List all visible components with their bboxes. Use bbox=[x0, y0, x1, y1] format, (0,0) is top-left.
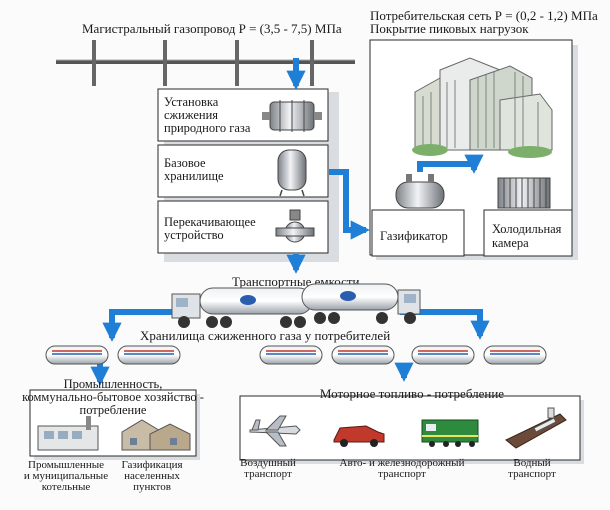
tanker-truck-left-icon bbox=[171, 287, 313, 328]
storage-tank-icon bbox=[483, 345, 547, 365]
storage-tank-icon bbox=[331, 345, 395, 365]
main-pipeline-label: Магистральный газопровод Р = (3,5 - 7,5)… bbox=[82, 21, 342, 36]
cold-chamber-box: Холодильная камера bbox=[483, 209, 573, 257]
consumer-net-label-2: Покрытие пиковых нагрузок bbox=[370, 21, 529, 36]
base-storage-box: Базовое хранилище bbox=[157, 144, 329, 198]
industry-title-1: Промышленность, bbox=[64, 377, 163, 391]
industry-title-2: коммунально-бытовое хозяйство - bbox=[22, 390, 204, 404]
locomotive-icon bbox=[421, 419, 479, 447]
auto-label-1: Авто- и железнодорожный bbox=[340, 457, 465, 469]
water-label-1: Водный bbox=[513, 457, 550, 469]
consumer-storage-tanks bbox=[45, 345, 547, 365]
boilers-label-2: и муниципальные bbox=[24, 470, 108, 482]
arrow-to-left-storages bbox=[102, 309, 180, 342]
arrow-to-right-storages bbox=[400, 309, 490, 340]
ship-icon bbox=[505, 407, 567, 449]
boiler-house-icon bbox=[37, 416, 99, 451]
liquefaction-label-3: природного газа bbox=[164, 121, 251, 135]
cold-chamber-label-2: камера bbox=[492, 236, 529, 250]
consumer-storages-label: Хранилища сжиженного газа у потребителей bbox=[140, 328, 390, 343]
auto-label-2: транспорт bbox=[378, 468, 426, 480]
liquefaction-unit-icon bbox=[262, 100, 322, 132]
pump-icon bbox=[275, 209, 315, 243]
water-label-2: транспорт bbox=[508, 468, 556, 480]
storage-tank-icon bbox=[45, 345, 109, 365]
main-pipeline bbox=[56, 40, 355, 86]
base-storage-label-2: хранилище bbox=[164, 169, 224, 183]
arrow-gasifier-to-network bbox=[417, 154, 484, 174]
gasifier-box: Газификатор bbox=[371, 209, 465, 257]
gasify-label-2: населенных bbox=[124, 470, 180, 482]
storage-tank-icon bbox=[117, 345, 181, 365]
air-label-2: транспорт bbox=[244, 468, 292, 480]
gasifier-tank-icon bbox=[395, 174, 445, 209]
gasify-label-1: Газификация bbox=[121, 459, 182, 471]
flow-arrows bbox=[90, 58, 490, 386]
heat-exchanger-icon bbox=[497, 177, 551, 209]
airplane-icon bbox=[249, 415, 301, 447]
consumer-net-label-1: Потребительская сеть Р = (0,2 - 1,2) МПа bbox=[370, 8, 598, 23]
cold-chamber-label-1: Холодильная bbox=[492, 222, 562, 236]
industry-title-3: потребление bbox=[80, 403, 147, 417]
liquefaction-label-1: Установка bbox=[164, 95, 219, 109]
motor-title: Моторное топливо - потребление bbox=[320, 386, 504, 401]
pumping-box: Перекачивающее устройство bbox=[157, 200, 329, 254]
pumping-label-1: Перекачивающее bbox=[164, 215, 256, 229]
base-storage-label-1: Базовое bbox=[164, 156, 206, 170]
air-label-1: Воздушный bbox=[240, 457, 296, 469]
liquefaction-label-2: сжижения bbox=[164, 108, 218, 122]
gasify-label-3: пунктов bbox=[133, 481, 171, 493]
car-icon bbox=[333, 425, 385, 447]
boilers-label-1: Промышленные bbox=[28, 459, 104, 471]
pumping-label-2: устройство bbox=[164, 228, 224, 242]
gasifier-label: Газификатор bbox=[380, 229, 448, 243]
storage-tank-icon bbox=[259, 345, 323, 365]
storage-tank-icon bbox=[411, 345, 475, 365]
liquefaction-box: Установка сжижения природного газа bbox=[157, 88, 329, 142]
storage-vessel-icon bbox=[277, 149, 307, 197]
arrow-storage-to-gasifier bbox=[329, 169, 370, 240]
boilers-label-3: котельные bbox=[42, 481, 91, 493]
city-buildings-icon bbox=[412, 57, 553, 158]
settlement-houses-icon bbox=[121, 419, 191, 451]
tanker-truck-right-icon bbox=[301, 283, 421, 324]
